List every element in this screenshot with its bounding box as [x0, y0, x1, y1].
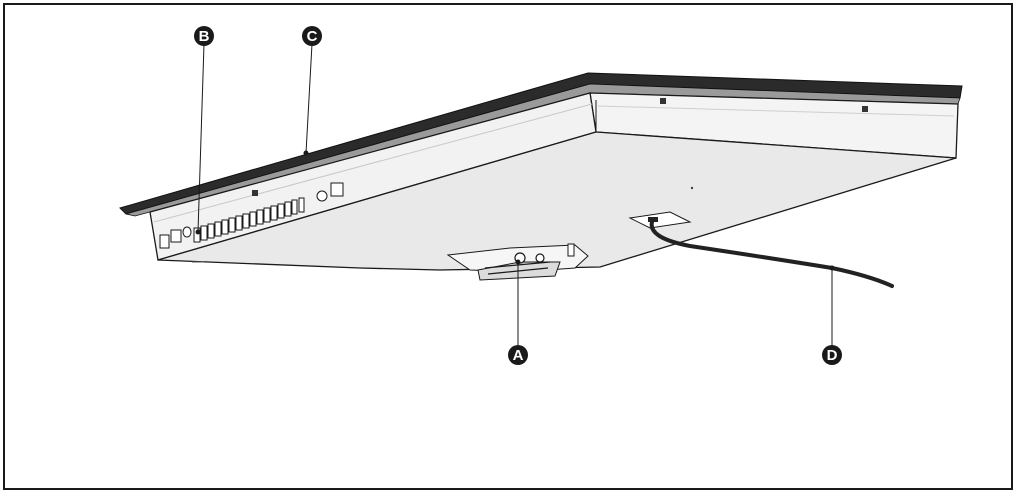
callout-label-c: C: [307, 28, 318, 45]
callout-marker-a: A: [508, 345, 528, 365]
callout-label-a: A: [513, 347, 524, 364]
callout-label-d: D: [827, 347, 838, 364]
callout-marker-c: C: [302, 26, 322, 46]
callout-marker-b: B: [194, 26, 214, 46]
housing-bottom-face: [157, 131, 957, 271]
connection-box: [446, 243, 589, 281]
callout-marker-d: D: [822, 345, 842, 365]
ventilation-slots: [159, 182, 344, 249]
callout-leader-lines: [195, 43, 835, 346]
power-cable: [628, 211, 894, 288]
callout-label-b: B: [199, 28, 210, 45]
